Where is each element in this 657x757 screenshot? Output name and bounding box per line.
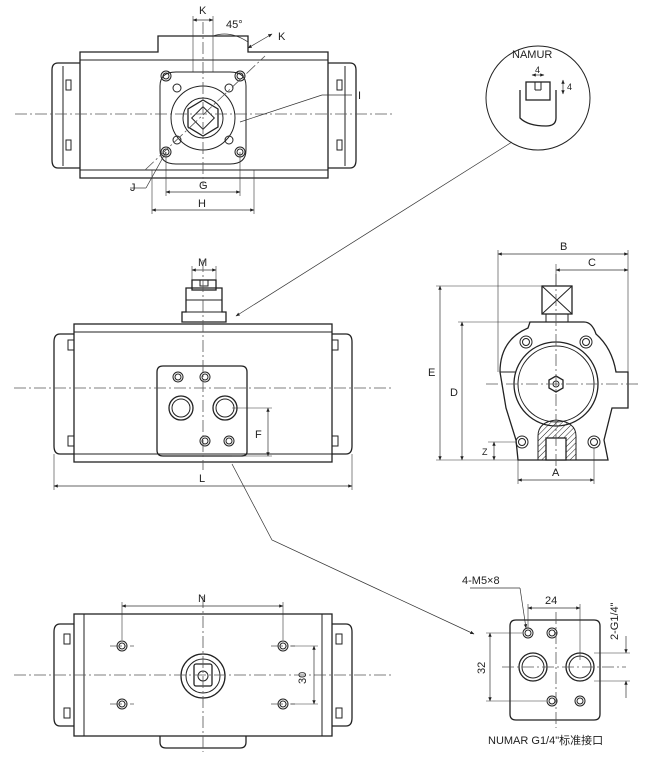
label-z: Z — [482, 447, 488, 457]
label-j: J — [130, 182, 136, 194]
namur-width: 4 — [535, 65, 540, 75]
label-port: 2-G1/4" — [609, 602, 621, 640]
front-view: M F L — [14, 257, 475, 635]
label-f: F — [255, 429, 262, 441]
namur-detail: NAMUR 4 4 — [235, 45, 591, 317]
label-thread: 4-M5×8 — [462, 575, 500, 587]
label-n: N — [198, 593, 206, 605]
label-l: L — [199, 473, 205, 485]
label-k-diag: K — [278, 31, 286, 43]
label-24: 24 — [545, 595, 557, 607]
label-g: G — [199, 180, 208, 192]
port-detail: 4-M5×8 24 2-G1/4" 32 NUMAR G1/4"标准接口 — [462, 575, 630, 747]
top-view-left-endcap — [51, 62, 80, 169]
top-view: K 45° K I J G H — [15, 5, 395, 214]
bottom-view: N 30 — [14, 593, 392, 752]
label-e: E — [428, 367, 435, 379]
label-c: C — [588, 257, 596, 269]
label-angle: 45° — [226, 19, 243, 31]
top-view-body — [79, 35, 329, 179]
label-30: 30 — [297, 672, 309, 684]
label-32: 32 — [476, 662, 488, 674]
side-view-body — [499, 321, 629, 461]
namur-title: NAMUR — [512, 49, 552, 61]
port-caption: NUMAR G1/4"标准接口 — [488, 733, 603, 747]
label-h: H — [198, 198, 206, 210]
side-view: B C E D Z A — [428, 241, 640, 484]
label-i: I — [358, 90, 361, 102]
label-d: D — [450, 387, 458, 399]
label-k-top: K — [199, 5, 207, 17]
label-b: B — [560, 241, 567, 253]
label-a: A — [552, 467, 560, 479]
label-m: M — [198, 257, 207, 269]
namur-height: 4 — [567, 82, 572, 92]
top-view-right-endcap — [328, 62, 357, 169]
